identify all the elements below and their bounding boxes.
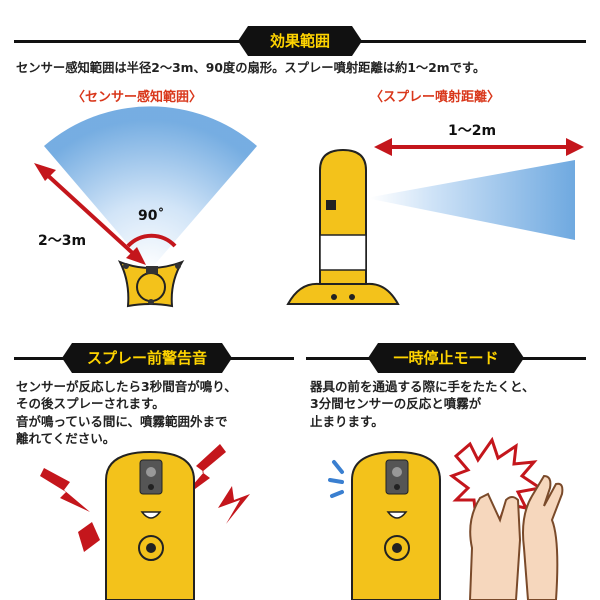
warning-line-4: 離れてください。: [16, 431, 116, 446]
spray-cone: [366, 160, 575, 240]
pause-title: 一時停止モード: [368, 343, 524, 373]
pause-line-3: 止まります。: [310, 414, 384, 429]
distance-arrow: [374, 138, 584, 156]
warning-title: スプレー前警告音: [62, 343, 232, 373]
clapping-hands-icon: [468, 474, 564, 600]
effect-title: 効果範囲: [238, 26, 362, 56]
lightning-left-icon: [40, 468, 100, 552]
angle-label: 90˚: [138, 208, 165, 224]
pause-line-1: 器具の前を通過する際に手をたたくと、: [310, 379, 535, 394]
post-device: [286, 148, 400, 305]
sensor-fan: [44, 106, 257, 270]
spray-distance-subtitle: 〈スプレー噴射距離〉: [370, 90, 501, 105]
triangle-device: [117, 260, 185, 308]
sensor-range-subtitle: 〈センサー感知範囲〉: [72, 90, 203, 105]
pause-device: [351, 450, 441, 600]
warning-line-1: センサーが反応したら3秒間音が鳴り、: [16, 379, 237, 394]
lightning-right-icon: [180, 444, 250, 524]
warning-line-3: 音が鳴っている間に、噴霧範囲外まで: [16, 414, 228, 429]
radius-arrow: [34, 163, 146, 265]
radius-label: 2〜3m: [38, 233, 87, 249]
blue-motion-icon: [328, 460, 344, 498]
angle-arc: [126, 233, 177, 248]
pause-line-2: 3分間センサーの反応と噴霧が: [310, 396, 482, 411]
effect-description: センサー感知範囲は半径2〜3m、90度の扇形。スプレー噴射距離は約1〜2mです。: [16, 61, 486, 75]
distance-label: 1〜2m: [448, 123, 497, 139]
warning-line-2: その後スプレーされます。: [16, 396, 165, 411]
warning-device: [105, 450, 195, 600]
